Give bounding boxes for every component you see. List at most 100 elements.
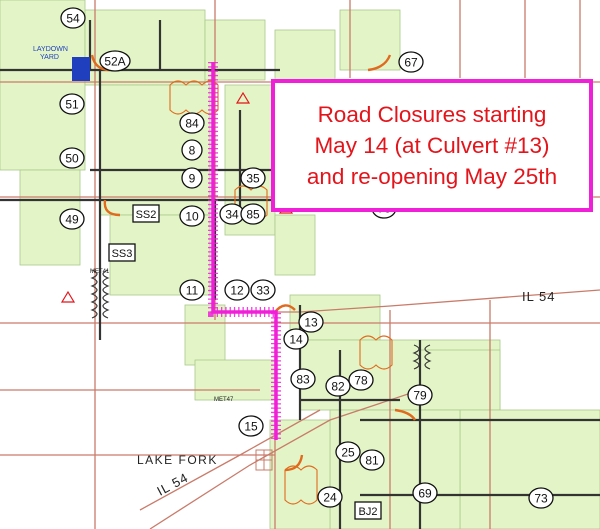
warning-icon [235, 91, 251, 104]
turbine-circle [398, 51, 424, 73]
turbine-label: 10 [185, 210, 199, 224]
notice-line-1: Road Closures starting [317, 102, 547, 127]
turbine-9: 9 [181, 167, 203, 189]
laydown-yard-label: YARD [40, 54, 59, 61]
turbine-circle [60, 7, 86, 29]
turbine-83: 83 [290, 368, 316, 390]
turbine-54: 54 [60, 7, 86, 29]
turbine-circle [99, 50, 131, 72]
turbine-label: 13 [304, 316, 318, 330]
turbine-78: 78 [348, 369, 374, 391]
turbine-circle [359, 449, 385, 471]
substation-box [132, 204, 160, 223]
turbine-85: 85 [240, 203, 266, 225]
turbine-67: 67 [398, 51, 424, 73]
turbine-52A: 52A [99, 50, 131, 72]
turbine-label: 49 [65, 213, 79, 227]
turbine-circle [179, 279, 205, 301]
turbine-label: 81 [365, 454, 379, 468]
turbine-circle [335, 441, 361, 463]
turbine-label: 8 [189, 144, 196, 158]
turbine-circle [181, 139, 203, 161]
turbine-24: 24 [317, 486, 343, 508]
turbine-label: 83 [296, 373, 310, 387]
turbine-label: 78 [354, 374, 368, 388]
turbine-50: 50 [59, 147, 85, 169]
laydown-yard-label: LAYDOWN [33, 46, 68, 53]
substation-ss2: SS2 [132, 204, 160, 223]
turbine-82: 82 [325, 375, 351, 397]
road-label-il54-east: IL 54 [522, 289, 555, 304]
turbine-81: 81 [359, 449, 385, 471]
turbine-84: 84 [179, 112, 205, 134]
turbine-circle [298, 311, 324, 333]
turbine-label: 79 [413, 389, 427, 403]
turbine-circle [181, 167, 203, 189]
substation-label: SS3 [112, 248, 133, 260]
road-closure-notice: Road Closures starting May 14 (at Culver… [271, 79, 593, 212]
turbine-label: 9 [189, 172, 196, 186]
turbine-label: 11 [186, 284, 199, 298]
turbine-label: 52A [104, 55, 125, 69]
notice-line-3: and re-opening May 25th [306, 164, 558, 189]
turbine-label: 51 [65, 98, 79, 112]
met-tower-label: MET47 [214, 397, 234, 403]
turbine-14: 14 [283, 328, 309, 350]
turbine-49: 49 [59, 208, 85, 230]
turbine-circle [250, 279, 276, 301]
turbine-12: 12 [224, 279, 250, 301]
turbine-circle [179, 112, 205, 134]
road-curves [90, 54, 417, 472]
turbine-15: 15 [238, 415, 264, 437]
turbine-circle [290, 368, 316, 390]
turbine-11: 11 [179, 279, 205, 301]
substation-box [354, 501, 382, 520]
turbine-73: 73 [528, 487, 554, 509]
turbine-label: 25 [341, 446, 355, 460]
substation-bj2: BJ2 [354, 501, 382, 520]
warning-icon [60, 290, 76, 303]
turbine-label: 85 [246, 208, 260, 222]
road-closure-route [208, 62, 281, 440]
turbine-circle [59, 147, 85, 169]
turbine-13: 13 [298, 311, 324, 333]
turbine-label: 82 [331, 380, 345, 394]
turbine-circle [283, 328, 309, 350]
turbine-label: 12 [230, 284, 244, 298]
road-label-il54-west: IL 54 [154, 470, 191, 499]
turbine-69: 69 [412, 482, 438, 504]
turbine-circle [179, 205, 205, 227]
turbine-circle [238, 415, 264, 437]
turbine-35: 35 [240, 167, 266, 189]
notice-line-2: May 14 (at Culvert #13) [314, 133, 550, 158]
substation-box [108, 243, 136, 262]
turbine-circle [59, 208, 85, 230]
met-tower-label: MET41 [90, 269, 110, 275]
laydown-yard [72, 57, 90, 81]
turbine-label: 24 [323, 491, 337, 505]
turbine-33: 33 [250, 279, 276, 301]
turbine-label: 54 [66, 12, 80, 26]
turbine-circle [348, 369, 374, 391]
turbine-label: 69 [418, 487, 432, 501]
turbine-10: 10 [179, 205, 205, 227]
substation-ss3: SS3 [108, 243, 136, 262]
turbine-circle [59, 93, 85, 115]
turbine-label: 35 [246, 172, 260, 186]
turbine-79: 79 [407, 384, 433, 406]
turbine-markers: 5452A67518485093576491034851112331314838… [59, 7, 554, 509]
turbine-25: 25 [335, 441, 361, 463]
turbine-8: 8 [181, 139, 203, 161]
town-label-lake-fork: LAKE FORK [137, 453, 218, 467]
substation-label: SS2 [136, 209, 157, 221]
turbine-circle [317, 486, 343, 508]
turbine-circle [412, 482, 438, 504]
coil-symbols [90, 269, 432, 370]
substation-label: BJ2 [359, 506, 378, 518]
turbine-label: 50 [65, 152, 79, 166]
turbine-51: 51 [59, 93, 85, 115]
turbine-circle [325, 375, 351, 397]
turbine-circle [407, 384, 433, 406]
